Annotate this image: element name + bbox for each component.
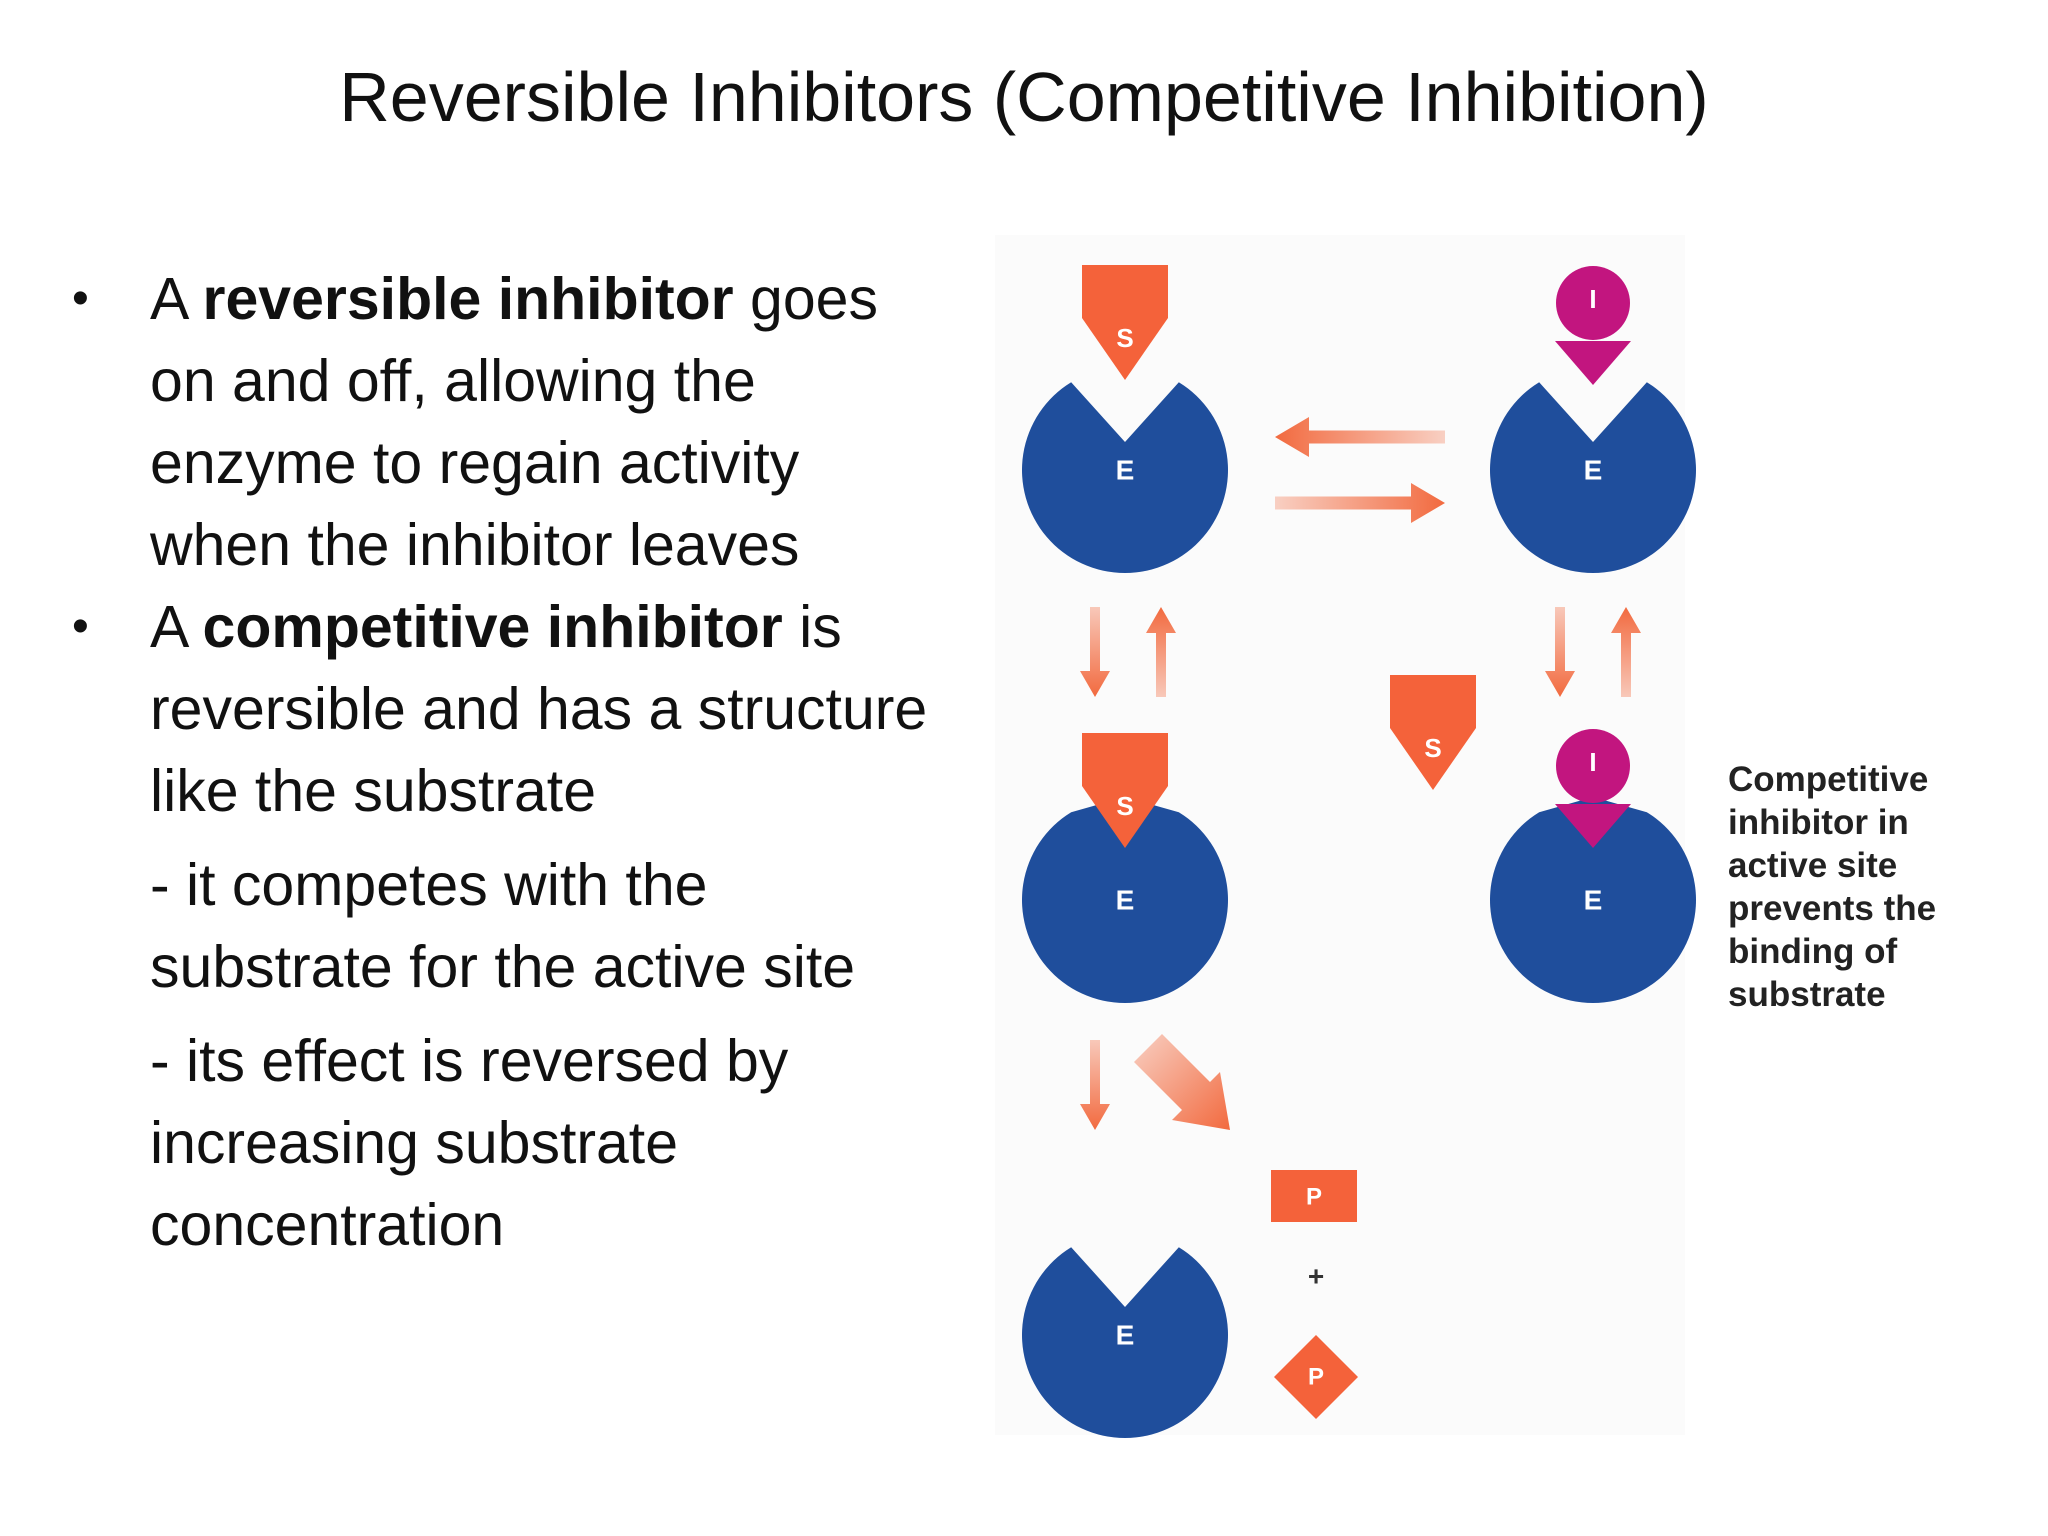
caption-line: prevents the <box>1728 889 1937 928</box>
caption-line: active site <box>1728 846 1898 885</box>
enzyme-shape <box>1022 1247 1228 1438</box>
inhibitor-shape <box>1556 266 1630 340</box>
substrate-shape <box>1082 733 1168 848</box>
equilibrium-arrow-left <box>1275 417 1445 457</box>
inhibitor-shape <box>1556 729 1630 803</box>
bullet-dot-icon: • <box>72 600 89 653</box>
subpoint-reversed: - its effect is reversed by increasing s… <box>150 1028 789 1258</box>
substrate-label: S <box>1424 733 1441 763</box>
substrate-shape <box>1082 265 1168 380</box>
diagram-caption: Competitive inhibitor in active site pre… <box>1728 758 2028 1016</box>
product-label: P <box>1306 1184 1322 1211</box>
subpoint-competes: - it competes with the substrate for the… <box>150 852 856 1000</box>
enzyme-label: E <box>1584 455 1603 486</box>
inhibitor-point <box>1555 804 1631 848</box>
arrow-down <box>1545 607 1575 697</box>
substrate-label: S <box>1116 323 1133 353</box>
substrate-label: S <box>1116 791 1133 821</box>
product-label: P <box>1308 1364 1324 1391</box>
enzyme-label: E <box>1116 1320 1135 1351</box>
bullet-text: is reversible and has a structure like t… <box>150 594 928 824</box>
bullet-bold-term: reversible inhibitor <box>202 266 734 332</box>
arrow-up <box>1611 607 1641 697</box>
enzyme-shape <box>1490 382 1696 573</box>
inhibitor-point <box>1555 341 1631 385</box>
product-square <box>1271 1170 1357 1222</box>
caption-line: binding of <box>1728 932 1898 971</box>
caption-line: inhibitor in <box>1728 803 1909 842</box>
enzyme-shape <box>1490 797 1696 1004</box>
inhibitor-label: I <box>1589 284 1596 314</box>
enzyme-label: E <box>1116 455 1135 486</box>
arrow-down <box>1080 607 1110 697</box>
bullet-dot-icon: • <box>72 272 89 325</box>
slide-title: Reversible Inhibitors (Competitive Inhib… <box>339 58 1709 136</box>
bullet-list: • A reversible inhibitor goes on and off… <box>68 258 948 1266</box>
enzyme-label: E <box>1116 885 1135 916</box>
bullet-prefix: A <box>150 594 203 660</box>
bullet-bold-term: competitive inhibitor <box>202 594 783 660</box>
bullet-text: goes on and off, allowing the enzyme to … <box>150 266 878 578</box>
bullet-prefix: A <box>150 266 203 332</box>
diagram-elements: S E I E E S E I S E P + P <box>1022 265 1696 1438</box>
arrow-up <box>1146 607 1176 697</box>
enzyme-shape <box>1022 382 1228 573</box>
product-diamond <box>1274 1335 1358 1419</box>
inhibitor-label: I <box>1589 747 1596 777</box>
enzyme-label: E <box>1584 885 1603 916</box>
enzyme-shape <box>1022 797 1228 1004</box>
arrow-diagonal <box>1134 1034 1230 1130</box>
caption-line: substrate <box>1728 975 1886 1014</box>
competitive-inhibition-diagram: S E I E E S E I S E P + P <box>995 235 1696 1438</box>
bullet-reversible-inhibitor: • A reversible inhibitor goes on and off… <box>68 258 948 586</box>
arrow-down <box>1080 1040 1110 1130</box>
substrate-shape <box>1390 675 1476 790</box>
equilibrium-arrow-right <box>1275 483 1445 523</box>
bullet-competitive-inhibitor: • A competitive inhibitor is reversible … <box>68 586 948 832</box>
caption-line: Competitive <box>1728 760 1929 799</box>
plus-label: + <box>1308 1261 1324 1292</box>
